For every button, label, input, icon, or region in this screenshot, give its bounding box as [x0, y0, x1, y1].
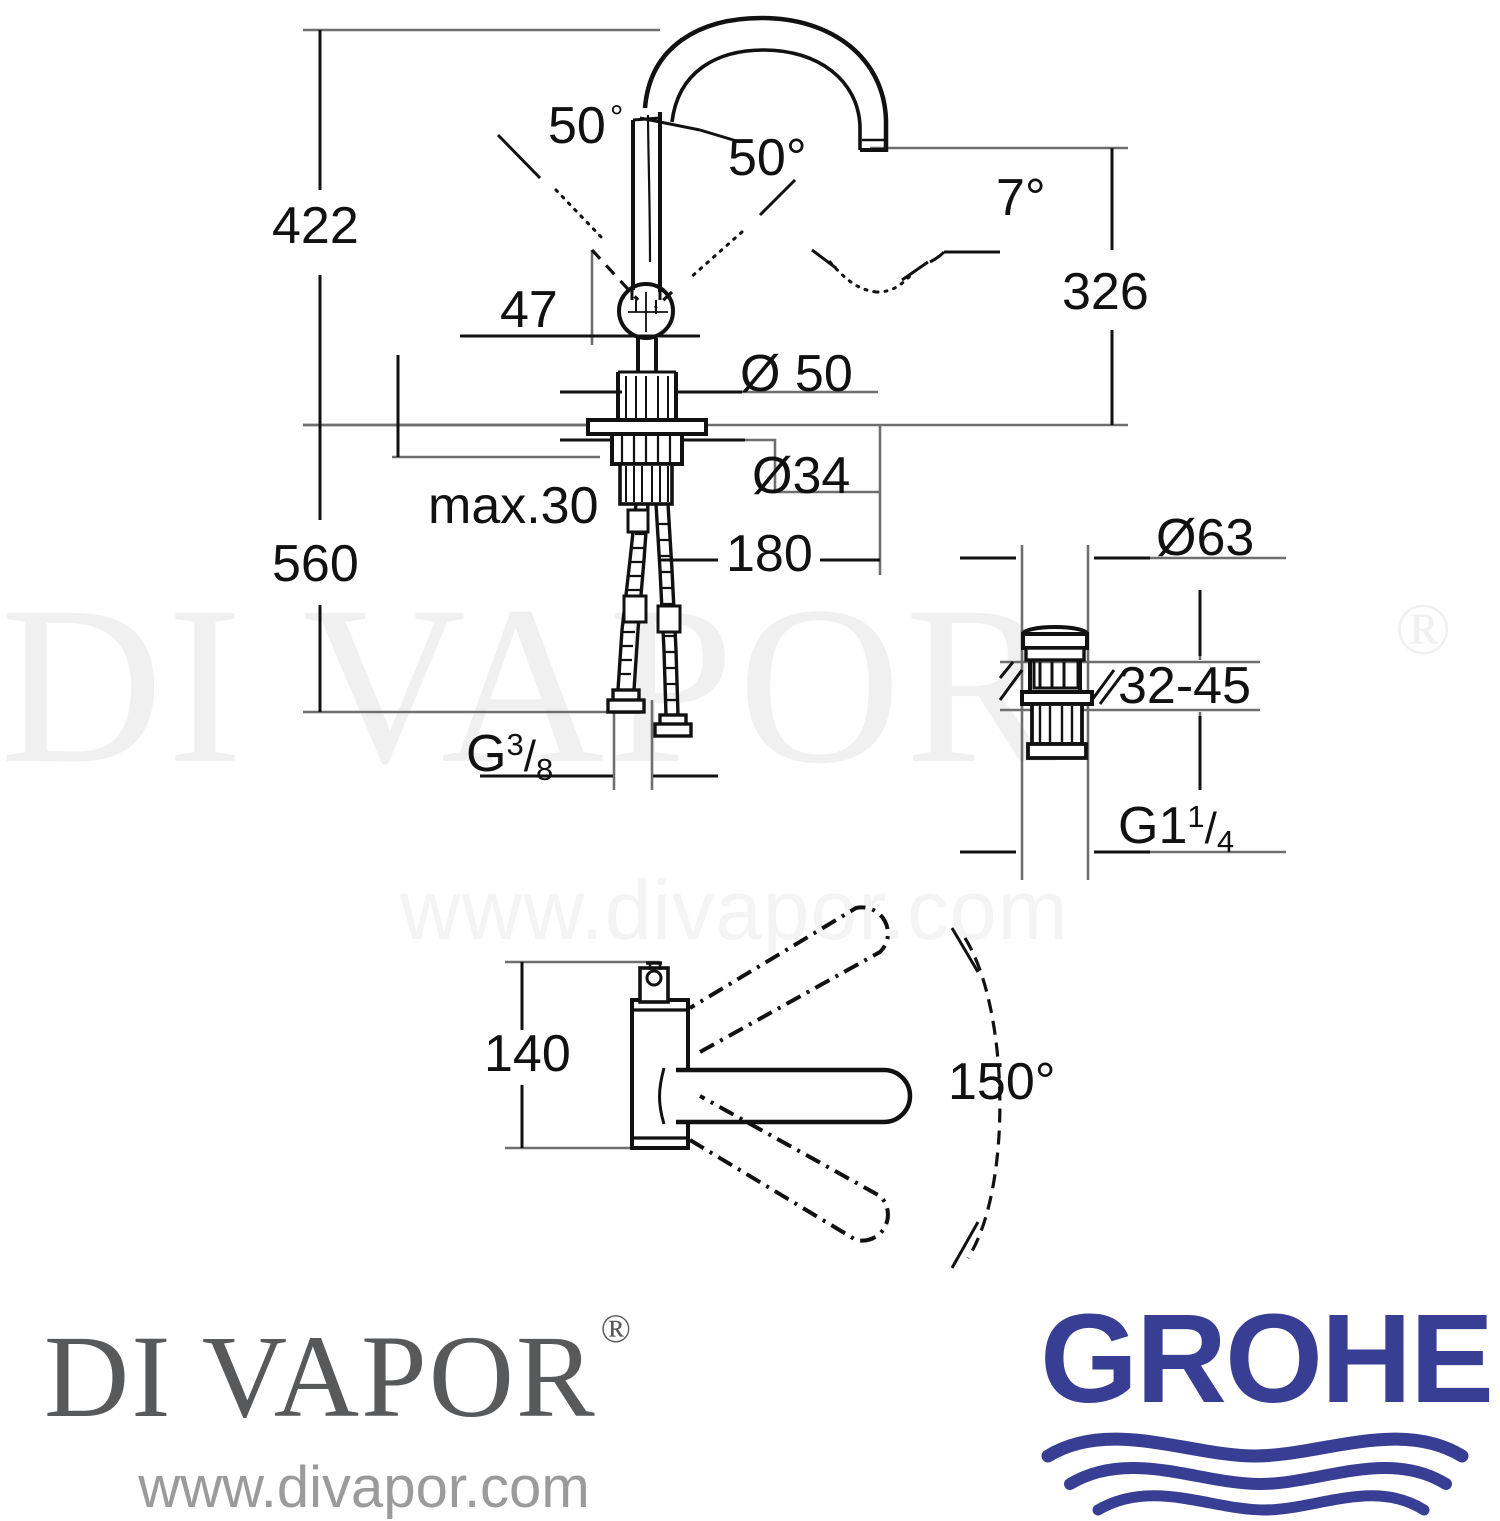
dim-label-150-degrees: 150° [948, 1053, 1056, 1111]
degree-icon-left: ° [609, 99, 624, 137]
dim-label-422: 422 [272, 197, 359, 255]
divapor-name: DI VAPOR [44, 1311, 597, 1442]
thread-denominator: 8 [535, 752, 554, 787]
dim-label-326: 326 [1062, 263, 1149, 321]
grohe-wave-mark-icon [1041, 1432, 1469, 1516]
dim-label-diameter-50: Ø 50 [740, 345, 853, 403]
divapor-website: www.divapor.com [138, 1455, 590, 1520]
waste-thread-label: G1 [1118, 797, 1188, 855]
watermark-brand: DI VAPOR [0, 560, 1060, 810]
dim-label-180: 180 [726, 525, 813, 583]
waste-thread-numerator: 1 [1187, 799, 1205, 834]
dim-label-angle-left: 50° [548, 97, 623, 155]
waste-detail-geometry [960, 556, 1286, 854]
dim-label-thread-g1-1-4: G11/4 [1118, 797, 1234, 857]
divapor-wordmark: DI VAPOR® [44, 1308, 764, 1436]
waste-thread-denominator: 4 [1216, 824, 1235, 859]
dim-label-angle-right: 50° [728, 129, 807, 187]
dim-label-thread-g38: G3/8 [466, 725, 553, 785]
grohe-wordmark: GROHE [1040, 1288, 1494, 1429]
dim-label-diameter-34: Ø34 [752, 447, 851, 505]
fraction-slash-icon-2: / [1204, 804, 1217, 853]
technical-drawing-canvas [303, 15, 1286, 1269]
dim-label-140: 140 [484, 1025, 571, 1083]
dim-label-560: 560 [272, 535, 359, 593]
divapor-logo: DI VAPOR® www.divapor.com [44, 1308, 764, 1521]
dim-label-max30: max.30 [428, 477, 599, 535]
angle-left-value: 50 [548, 97, 606, 155]
registered-trademark-icon: ® [600, 1305, 634, 1351]
dim-label-32-45: 32-45 [1118, 657, 1251, 715]
thread-g-letter: G [466, 725, 507, 783]
watermark-registered-icon: ® [1395, 589, 1452, 671]
dim-g38 [480, 700, 718, 790]
fraction-slash-icon: / [523, 732, 536, 781]
dim-label-angle-7: 7° [996, 169, 1046, 227]
plan-view-geometry [520, 905, 1002, 1269]
grohe-logo: GROHE [1040, 1288, 1494, 1518]
watermark-url: www.divapor.com [400, 863, 1069, 957]
extension-lines [303, 28, 1260, 1150]
dim-label-47: 47 [500, 281, 558, 339]
dim-label-diameter-63: Ø63 [1156, 509, 1255, 567]
angle-leaders [496, 116, 1000, 310]
thread-numerator: 3 [506, 727, 524, 762]
dim-d34 [560, 438, 880, 494]
tap-elevation-geometry [586, 15, 889, 738]
